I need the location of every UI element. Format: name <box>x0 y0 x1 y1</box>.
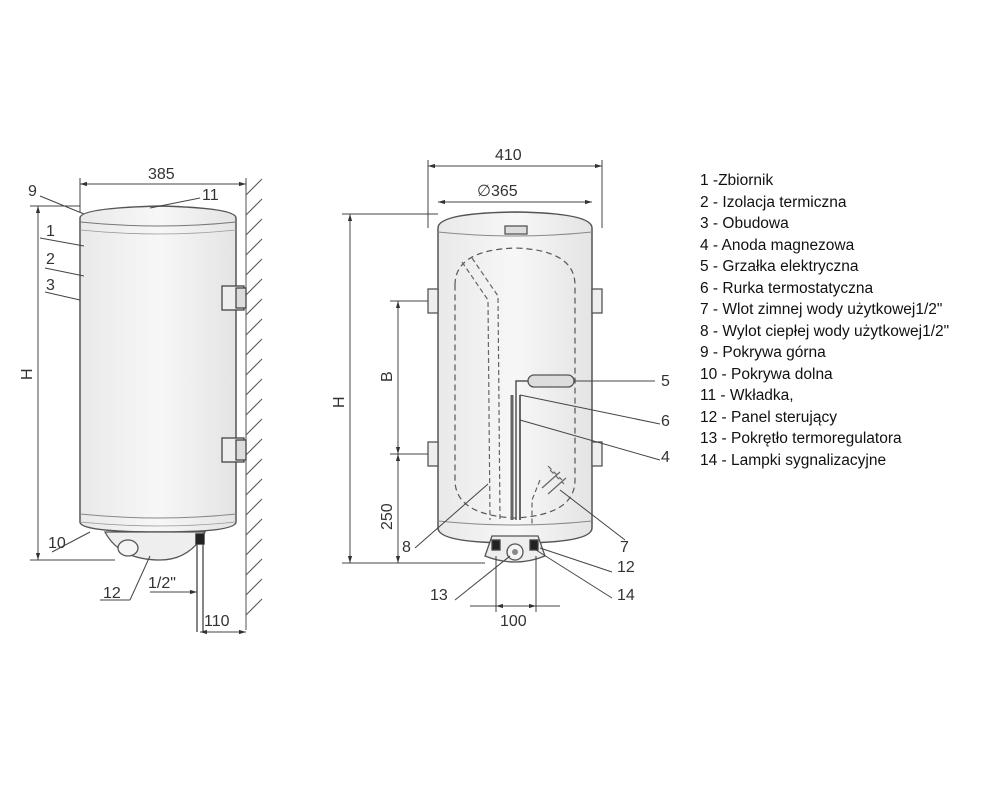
dim-height-h-left: H <box>19 368 36 380</box>
callout-1-side: 1 <box>46 223 55 240</box>
callout-5: 5 <box>661 373 670 390</box>
heating-element <box>527 374 575 388</box>
dim-250: 250 <box>379 503 396 530</box>
side-view-labels: 385 H 1/2" 110 9 11 1 2 3 10 12 <box>19 166 230 630</box>
legend-item: 1 -Zbiornik <box>700 172 774 189</box>
dim-100: 100 <box>500 613 527 630</box>
dim-height-h-right: H <box>331 396 348 408</box>
tank-body-side <box>79 205 237 533</box>
callout-11-side: 11 <box>202 187 219 204</box>
legend-item: 13 - Pokrętło termoregulatora <box>700 430 902 447</box>
callout-4: 4 <box>661 449 670 466</box>
front-view-labels: 410 ∅365 H B 250 100 5 6 4 7 8 12 13 14 <box>331 147 670 630</box>
callout-12-side: 12 <box>103 585 121 602</box>
side-view <box>30 178 263 635</box>
legend-item: 12 - Panel sterujący <box>700 408 837 426</box>
callout-2-side: 2 <box>46 251 55 268</box>
wall-hatching <box>245 178 263 630</box>
legend-item: 6 - Rurka termostatyczna <box>700 279 874 297</box>
legend-item: 5 - Grzałka elektryczna <box>700 258 859 275</box>
tank-body-front <box>437 211 593 544</box>
legend-item: 9 - Pokrywa górna <box>700 344 826 361</box>
dim-wall-110: 110 <box>204 613 230 630</box>
callout-6: 6 <box>661 413 670 430</box>
legend-item: 2 - Izolacja termiczna <box>700 193 847 211</box>
dim-b: B <box>379 371 396 382</box>
legend-item: 14 - Lampki sygnalizacyjne <box>700 451 887 469</box>
callout-12-front: 12 <box>617 559 635 576</box>
callout-10-side: 10 <box>48 535 66 552</box>
legend-item: 8 - Wylot ciepłej wody użytkowej1/2" <box>700 322 950 340</box>
parts-legend: 1 -Zbiornik 2 - Izolacja termiczna 3 - O… <box>700 170 949 471</box>
callout-9-side: 9 <box>28 183 37 200</box>
callout-13: 13 <box>430 587 448 604</box>
callout-14: 14 <box>617 587 635 604</box>
dim-diameter-365: ∅365 <box>477 183 518 200</box>
callout-7: 7 <box>620 539 629 556</box>
dim-pipe-half-inch: 1/2" <box>148 575 176 592</box>
legend-item: 10 - Pokrywa dolna <box>700 365 833 383</box>
callout-8: 8 <box>402 539 411 556</box>
legend-item: 3 - Obudowa <box>700 215 789 232</box>
legend-item: 4 - Anoda magnezowa <box>700 236 855 254</box>
dim-width-410: 410 <box>495 147 522 164</box>
hot-water-pipe <box>461 257 501 521</box>
callout-3-side: 3 <box>46 277 55 294</box>
dim-width-385: 385 <box>148 166 175 183</box>
legend-item: 11 - Wkładka, <box>700 387 794 404</box>
front-view <box>342 160 661 612</box>
inner-tank <box>454 247 576 519</box>
legend-item: 7 - Wlot zimnej wody użytkowej1/2" <box>700 301 943 318</box>
